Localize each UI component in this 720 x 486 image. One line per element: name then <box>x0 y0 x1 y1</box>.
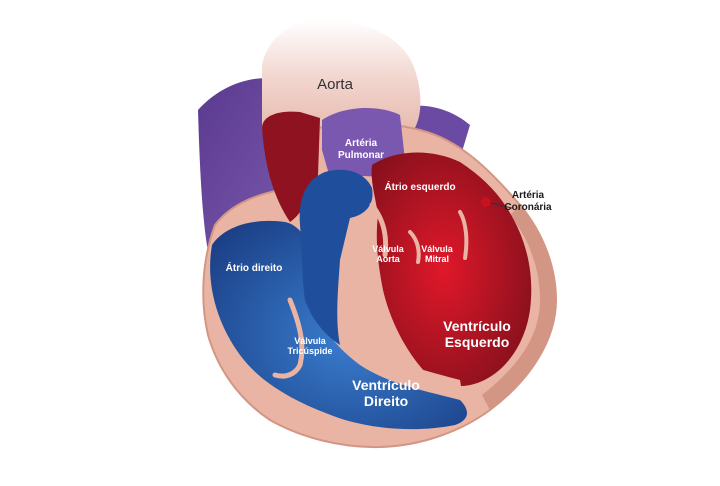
septum <box>308 300 462 392</box>
label-mitral-valve-line2: Mitral <box>424 254 449 265</box>
label-tricuspid-line1: Válvula <box>294 336 326 346</box>
label-left-ventricle-line2: Esquerdo <box>444 334 510 351</box>
left-heart-chambers <box>371 152 532 387</box>
label-right-atrium: Átrio direito <box>225 263 283 274</box>
pulmonary-trunk <box>299 169 373 345</box>
label-right-ventricle-line1: Ventrículo <box>352 377 420 393</box>
label-tricuspid-line2: Tricúspide <box>287 346 333 357</box>
tricuspid-valve-line <box>272 297 305 379</box>
label-tricuspid-valve: Válvula Tricúspide <box>275 336 345 357</box>
label-aortic-valve-line2: Aorta <box>376 254 400 265</box>
coronary-pointer <box>489 202 513 209</box>
label-coronary-line2: Coronária <box>504 201 552 213</box>
mitral-valve-line-2 <box>458 210 469 260</box>
label-left-ventricle-line1: Ventrículo <box>443 318 511 334</box>
label-pulmonary-artery-line2: Pulmonar <box>337 149 385 161</box>
aorta-vessel <box>262 19 421 135</box>
label-aorta: Aorta <box>317 76 353 93</box>
label-mitral-valve-line1: Válvula <box>421 244 453 254</box>
label-left-ventricle: Ventrículo Esquerdo <box>422 318 532 350</box>
label-coronary-line1: Artéria <box>511 190 545 201</box>
label-right-ventricle-line2: Direito <box>363 393 409 410</box>
label-aortic-valve-line1: Válvula <box>372 244 404 254</box>
label-coronary-artery: Artéria Coronária <box>488 190 568 213</box>
label-mitral-valve: Válvula Mitral <box>412 244 462 265</box>
heart-wall-shadow <box>482 205 556 410</box>
label-pulmonary-artery-line1: Artéria <box>344 138 378 149</box>
label-left-atrium: Átrio esquerdo <box>384 182 456 193</box>
mitral-valve-line <box>408 230 421 264</box>
aortic-valve-line <box>369 202 389 258</box>
coronary-artery-mark <box>481 197 491 207</box>
label-pulmonary-artery: Artéria Pulmonar <box>326 138 396 161</box>
label-aortic-valve: Válvula Aorta <box>363 244 413 265</box>
label-right-ventricle: Ventrículo Direito <box>331 377 441 409</box>
